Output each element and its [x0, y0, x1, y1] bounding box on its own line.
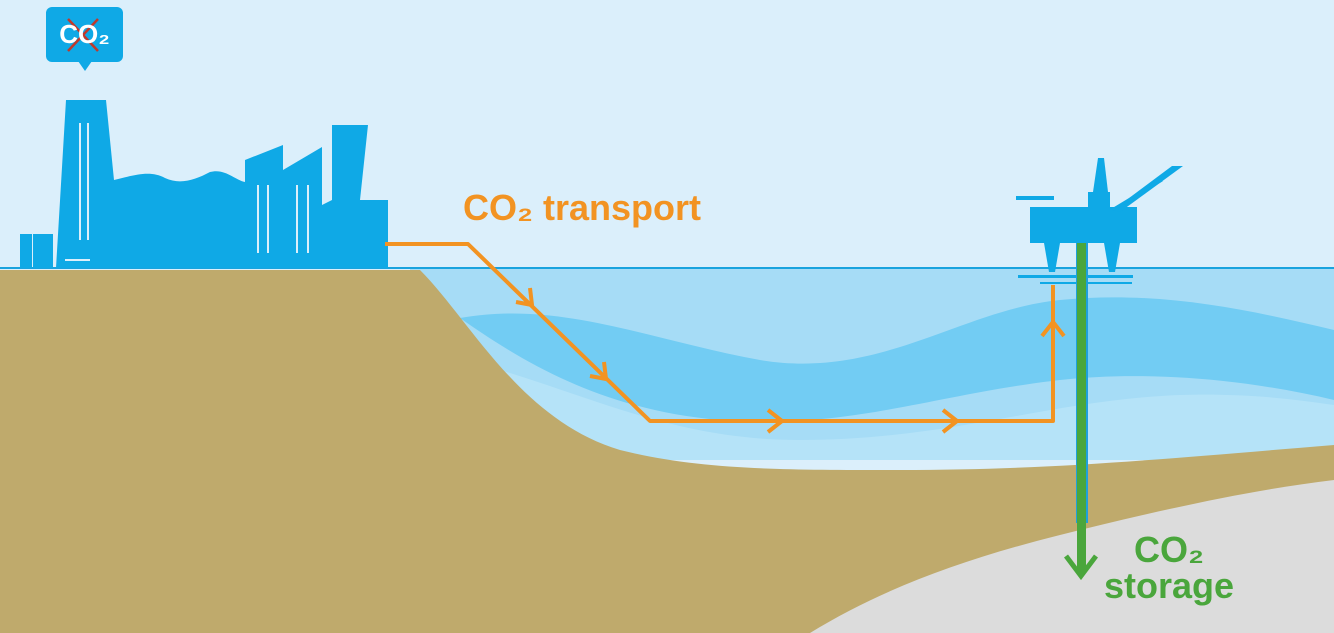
storage-reservoir — [810, 480, 1334, 633]
storage-label: CO₂ storage — [1104, 532, 1234, 604]
factory-icon — [20, 100, 388, 268]
seabed-ground — [0, 270, 1334, 633]
offshore-platform-icon — [1016, 158, 1183, 284]
badge-text: CO₂ — [59, 19, 110, 49]
injection-arrow-icon — [1064, 243, 1098, 581]
storage-label-line1: CO₂ — [1134, 529, 1205, 570]
pipeline-arrow-icon — [385, 242, 1066, 434]
sea-light-band — [500, 370, 1334, 460]
transport-label: CO₂ transport — [463, 187, 702, 228]
cross-icon — [67, 18, 99, 52]
storage-label-line2: storage — [1104, 565, 1235, 606]
sea-deep-band — [460, 297, 1334, 422]
crossed-out-co2-icon: CO₂ — [46, 7, 123, 71]
